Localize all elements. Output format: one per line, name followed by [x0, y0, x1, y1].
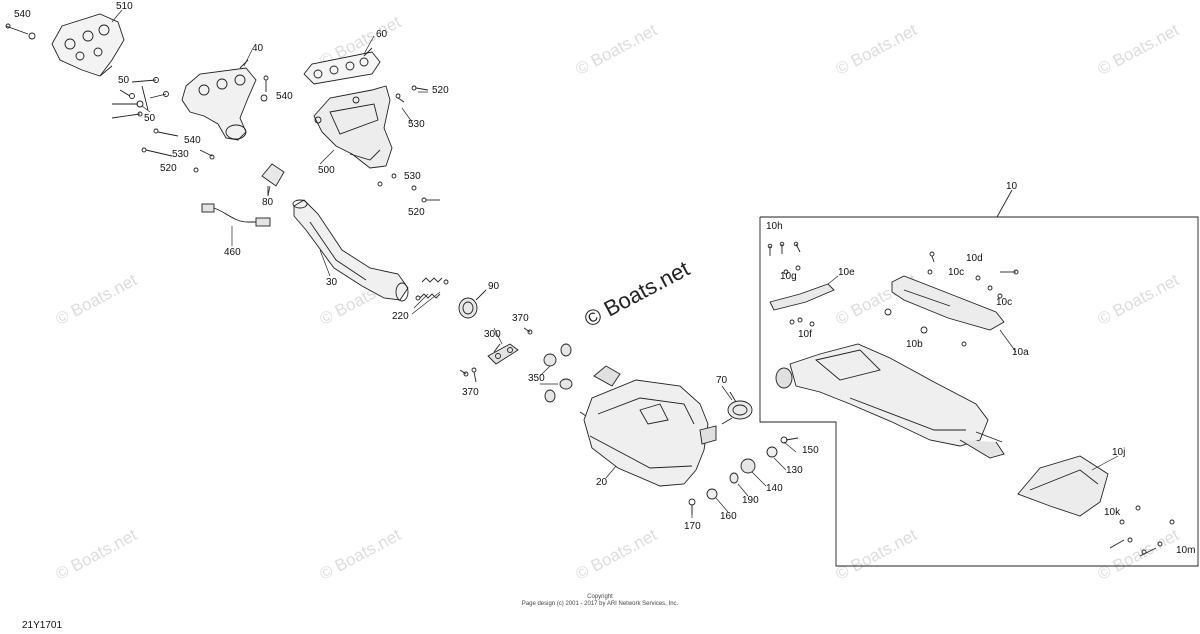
footer-copyright: Copyright: [587, 594, 613, 600]
callout-10: 10: [1006, 181, 1018, 192]
callout-10c-upper: 10c: [948, 267, 965, 278]
gasket-ring-90: [458, 289, 487, 319]
callout-150: 150: [802, 445, 819, 456]
callout-10m: 10m: [1176, 545, 1196, 556]
callout-10j: 10j: [1112, 447, 1126, 458]
bolt-540-top: [5, 23, 36, 40]
callout-10k: 10k: [1104, 507, 1121, 518]
grommets-350: [543, 343, 573, 403]
heat-shield-500: [313, 85, 393, 169]
kit-10-box: [759, 189, 1199, 567]
callout-40: 40: [252, 43, 264, 54]
clamp-70: [721, 391, 753, 425]
figure-id: 21Y1701: [22, 620, 63, 631]
callout-190: 190: [742, 495, 759, 506]
callout-530-left: 530: [172, 149, 189, 160]
exhaust-manifold-40: [181, 59, 257, 141]
callout-130: 130: [786, 465, 803, 476]
callout-500: 500: [318, 165, 335, 176]
callout-10f: 10f: [798, 329, 812, 340]
springs-220: [415, 277, 449, 301]
callout-140: 140: [766, 483, 783, 494]
muffler-assy-10: [775, 343, 1005, 459]
callout-80: 80: [262, 197, 274, 208]
callout-520-top: 520: [432, 85, 449, 96]
studs-50: [111, 77, 169, 119]
callout-50-upper: 50: [118, 75, 130, 86]
callout-10c-lower: 10c: [996, 297, 1013, 308]
callout-530-top: 530: [408, 119, 425, 130]
callout-460: 460: [224, 247, 241, 258]
callout-10h: 10h: [766, 221, 783, 232]
heat-shield-10a: [891, 275, 1005, 331]
kit-screws: [767, 241, 1175, 557]
callout-10a: 10a: [1012, 347, 1029, 358]
callout-510: 510: [116, 1, 133, 12]
hardware-left: [141, 128, 215, 173]
muffler-20: [579, 365, 717, 487]
footer-page-design: Page design (c) 2001 - 2017 by ARI Netwo…: [521, 601, 679, 607]
callout-160: 160: [720, 511, 737, 522]
callout-20: 20: [596, 477, 608, 488]
callout-540-top: 540: [14, 9, 31, 20]
callout-50-lower: 50: [144, 113, 156, 124]
callout-540-mid: 540: [276, 91, 293, 102]
sensor-80: [261, 163, 285, 196]
callout-370-upper: 370: [512, 313, 529, 324]
manifold-gasket-510: [51, 13, 125, 77]
callout-70: 70: [716, 375, 728, 386]
callout-10e: 10e: [838, 267, 855, 278]
bracket-10e: [769, 283, 835, 311]
bracket-300: [487, 343, 519, 365]
callout-370-lower: 370: [462, 387, 479, 398]
leader-lines: [111, 9, 1119, 518]
callout-520-right: 520: [408, 207, 425, 218]
callout-30: 30: [326, 277, 338, 288]
callout-10b: 10b: [906, 339, 923, 350]
callout-530-right: 530: [404, 171, 421, 182]
screws-370: [459, 327, 533, 383]
tip-cover-10j: [1017, 455, 1109, 517]
exhaust-pipe-30: [292, 199, 409, 302]
callout-10g: 10g: [780, 271, 797, 282]
hardware-right-muffler: [688, 436, 799, 515]
callout-300: 300: [484, 329, 501, 340]
callout-90: 90: [488, 281, 500, 292]
screws-shield: [377, 85, 440, 203]
gasket-60: [303, 47, 381, 85]
callout-10d: 10d: [966, 253, 983, 264]
o2-sensor-460: [201, 203, 271, 227]
callout-60: 60: [376, 29, 388, 40]
callout-350: 350: [528, 373, 545, 384]
callout-220: 220: [392, 311, 409, 322]
callout-540-left: 540: [184, 135, 201, 146]
callout-170: 170: [684, 521, 701, 532]
bolt-540-mid: [260, 75, 269, 102]
callout-520-left: 520: [160, 163, 177, 174]
